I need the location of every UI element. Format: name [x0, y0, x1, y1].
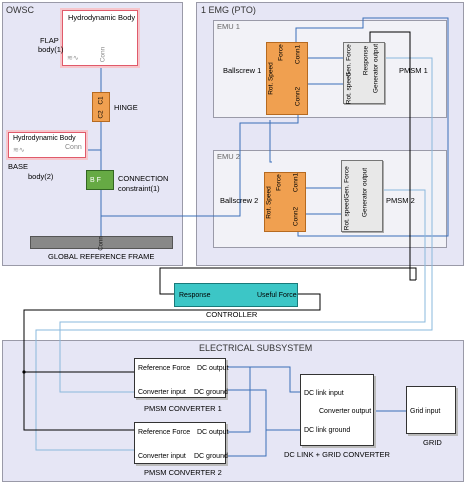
dclink-port-gnd: DC link ground — [304, 427, 351, 434]
connection-label: CONNECTION — [118, 174, 169, 183]
pmsm1-port-response: Response — [362, 45, 370, 76]
controller-port-response: Response — [179, 292, 211, 299]
pmsm2-port-genforce: Gen. Force — [343, 166, 351, 199]
ballscrew2-port-speed: Rot. Speed — [265, 186, 273, 219]
ballscrew1-port-conn2: Conn2 — [294, 86, 302, 107]
conv1-port-dcgnd: DC ground — [194, 389, 228, 396]
base-icon: ≋∿ — [13, 147, 25, 154]
ballscrew2-block[interactable]: Rot. Speed Force Conn1 Conn2 — [264, 172, 306, 232]
base-sublabel: body(2) — [28, 172, 54, 181]
ballscrew1-port-force: Force — [277, 44, 285, 61]
connection-ports: B F — [90, 177, 101, 184]
dclink-block[interactable]: DC link input Converter output DC link g… — [300, 374, 374, 446]
electrical-area: ELECTRICAL SUBSYSTEM — [2, 340, 464, 482]
pmsm1-block[interactable]: Gen. Force Rot. speed Response Generator… — [343, 42, 385, 104]
pmsm1-port-rotspeed: Rot. speed — [345, 72, 353, 105]
conv2-port-convin: Converter input — [138, 453, 186, 460]
controller-label: CONTROLLER — [206, 310, 258, 319]
base-label: BASE — [8, 162, 29, 171]
emu2-title: EMU 2 — [217, 152, 240, 161]
flap-label: FLAP — [40, 36, 59, 45]
base-block-title: Hydrodynamic Body — [13, 135, 76, 142]
flap-port-conn: Conn — [99, 46, 107, 63]
ground-block[interactable]: Conn — [30, 236, 173, 251]
dclink-port-in: DC link input — [304, 390, 344, 397]
ballscrew1-port-speed: Rot. Speed — [267, 62, 275, 95]
hinge-port-c2: C2 — [97, 110, 105, 119]
ballscrew2-port-conn1: Conn1 — [292, 172, 300, 193]
ballscrew2-port-conn2: Conn2 — [292, 206, 300, 227]
connection-sublabel: constraint(1) — [118, 184, 160, 193]
pmsm-converter2-label: PMSM CONVERTER 2 — [144, 468, 222, 477]
flap-icon: ≋∿ — [67, 55, 79, 62]
conv1-port-ref: Reference Force — [138, 365, 191, 372]
pmsm-converter1-label: PMSM CONVERTER 1 — [144, 404, 222, 413]
conv1-port-convin: Converter input — [138, 389, 186, 396]
pmsm2-block[interactable]: Gen. Force Rot. speed Generator output — [341, 160, 383, 232]
grid-block[interactable]: Grid input — [406, 386, 456, 434]
conv2-port-dcgnd: DC ground — [194, 453, 228, 460]
conv2-port-ref: Reference Force — [138, 429, 191, 436]
ground-port-conn: Conn — [98, 236, 105, 251]
ballscrew1-port-conn1: Conn1 — [294, 44, 302, 65]
pmsm-converter2-block[interactable]: Reference Force DC output Converter inpu… — [134, 422, 229, 464]
ballscrew1-label: Ballscrew 1 — [223, 66, 262, 75]
controller-port-useful-force: Useful Force — [257, 292, 297, 299]
connection-block[interactable]: B F — [86, 170, 114, 190]
pmsm2-port-genout: Generator output — [361, 167, 369, 218]
grid-port-in: Grid input — [410, 408, 441, 415]
dclink-port-out: Converter output — [319, 408, 372, 415]
dclink-label: DC LINK + GRID CONVERTER — [284, 450, 390, 459]
flap-block-title: Hydrodynamic Body — [68, 13, 136, 22]
ballscrew1-block[interactable]: Rot. Speed Force Conn1 Conn2 — [266, 42, 308, 115]
ballscrew2-label: Ballscrew 2 — [220, 196, 259, 205]
owsc-title: OWSC — [6, 5, 34, 15]
emu1-title: EMU 1 — [217, 22, 240, 31]
base-port-conn: Conn — [65, 144, 82, 151]
pmsm1-label: PMSM 1 — [399, 66, 428, 75]
hinge-label: HINGE — [114, 103, 138, 112]
flap-block[interactable]: Hydrodynamic Body Conn ≋∿ — [62, 10, 138, 66]
pmsm2-port-rotspeed: Rot. speed — [343, 198, 351, 231]
base-block[interactable]: Hydrodynamic Body Conn ≋∿ — [8, 132, 86, 158]
electrical-title: ELECTRICAL SUBSYSTEM — [199, 343, 313, 353]
pmsm2-label: PMSM 2 — [386, 196, 415, 205]
controller-block[interactable]: Response Useful Force — [174, 283, 298, 307]
ballscrew2-port-force: Force — [275, 174, 283, 191]
pto-title: 1 EMG (PTO) — [201, 5, 256, 15]
hinge-block[interactable]: C1 C2 — [92, 92, 110, 122]
ground-label: GLOBAL REFERENCE FRAME — [48, 252, 155, 261]
grid-label: GRID — [423, 438, 442, 447]
pmsm1-port-genout: Generator output — [372, 43, 380, 94]
conv2-port-dcout: DC output — [197, 429, 229, 436]
conv1-port-dcout: DC output — [197, 365, 229, 372]
pmsm-converter1-block[interactable]: Reference Force DC output Converter inpu… — [134, 358, 229, 398]
flap-sublabel: body(1) — [38, 45, 64, 54]
